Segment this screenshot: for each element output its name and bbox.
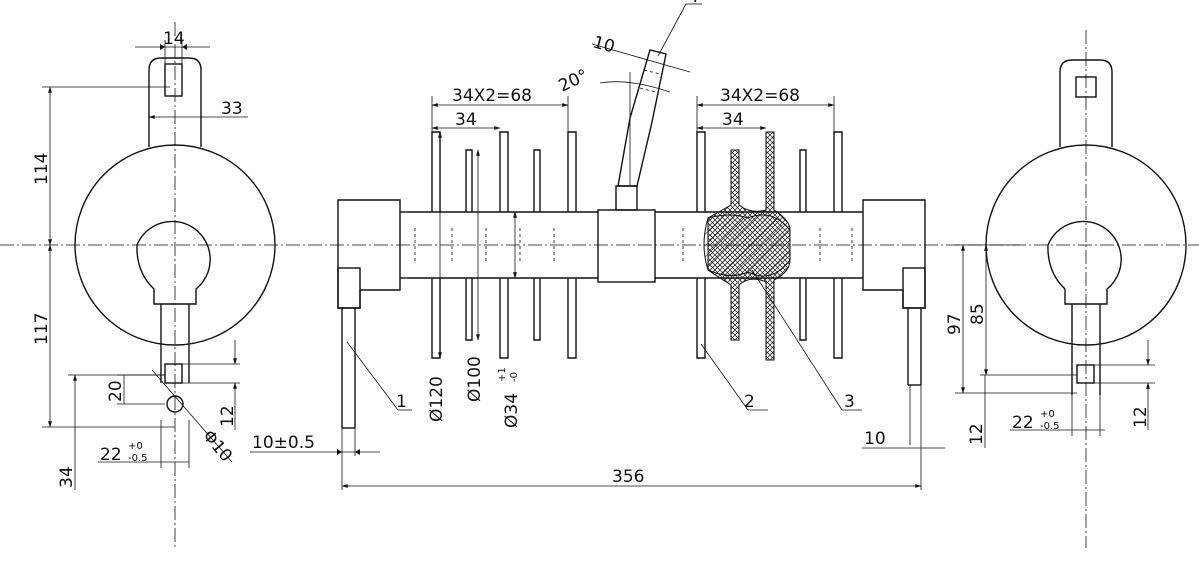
front-view: 34X2=68 34 34X2=68 34 20° 10 4 Ø120 Ø100… — [250, 0, 945, 490]
dim-core-tol-upper: +1 — [497, 367, 508, 382]
dim-spacing-left: 34X2=68 — [452, 86, 532, 106]
dim-core-tol-lower: -0 — [509, 372, 520, 382]
dim-core-dia: Ø34 — [502, 393, 522, 428]
dim-angle-20: 20° — [556, 66, 592, 97]
dim-pin-offset: 22 — [100, 445, 122, 465]
dim-tol-lower: -0.5 — [128, 453, 148, 464]
dim-shed-dia-small: Ø100 — [465, 356, 485, 402]
left-shed-4 — [533, 149, 541, 341]
dim-slot-width: 14 — [163, 29, 185, 49]
right-shed-1 — [696, 131, 706, 359]
section-hatch — [703, 214, 791, 277]
left-shed-3 — [499, 131, 509, 359]
dim-end-length-right: 10 — [864, 429, 886, 449]
balloon-part-4: 4 — [688, 0, 699, 7]
dim-right-tol-upper: +0 — [1040, 409, 1055, 420]
dim-top-height: 114 — [32, 153, 52, 185]
balloon-part-1: 1 — [396, 392, 407, 412]
dim-right-tol-lower: -0.5 — [1040, 421, 1060, 432]
dim-pitch-right: 34 — [722, 110, 744, 130]
left-disc — [74, 144, 276, 346]
left-upper-lug — [148, 57, 202, 147]
balloon-part-3: 3 — [844, 392, 855, 412]
right-shed-4 — [799, 149, 807, 341]
left-keyhole — [136, 220, 211, 305]
dim-shed-dia-large: Ø120 — [427, 376, 447, 422]
dim-pitch-left: 34 — [455, 110, 477, 130]
angled-arm — [617, 49, 667, 187]
right-end-view: 97 85 22 +0 -0.5 12 12 — [945, 30, 1187, 548]
dim-end-length-left: 10±0.5 — [252, 433, 315, 453]
dim-lug-thickness: 12 — [218, 405, 238, 427]
left-shed-2 — [465, 149, 473, 341]
dim-rod-10: 10 — [591, 33, 617, 58]
dim-hole-offset: 20 — [106, 380, 126, 402]
dim-right-thickness-right: 12 — [1131, 406, 1151, 428]
left-upper-slot — [164, 63, 183, 97]
dim-tail-height: 34 — [57, 466, 77, 488]
dim-tol-upper: +0 — [128, 441, 143, 452]
dim-height-85: 85 — [968, 303, 988, 325]
right-shed-5 — [833, 131, 843, 359]
left-shed-5 — [567, 131, 577, 359]
dim-lug-width: 33 — [221, 99, 243, 119]
dim-right-thickness-left: 12 — [967, 423, 987, 445]
balloon-part-2: 2 — [744, 392, 755, 412]
right-keyhole — [1047, 220, 1122, 305]
center-clamp — [597, 209, 656, 283]
right-end-fitting — [862, 199, 926, 309]
left-end-fitting — [337, 199, 401, 309]
dim-total-length: 356 — [612, 467, 644, 487]
dim-bottom-height: 117 — [32, 313, 52, 345]
dim-spacing-right: 34X2=68 — [720, 86, 800, 106]
right-upper-lug — [1059, 59, 1113, 147]
dim-right-pin-offset: 22 — [1012, 413, 1034, 433]
dim-height-97: 97 — [945, 313, 965, 335]
left-end-view: 14 33 114 117 20 34 12 Φ10 22 +0 — [32, 22, 276, 548]
